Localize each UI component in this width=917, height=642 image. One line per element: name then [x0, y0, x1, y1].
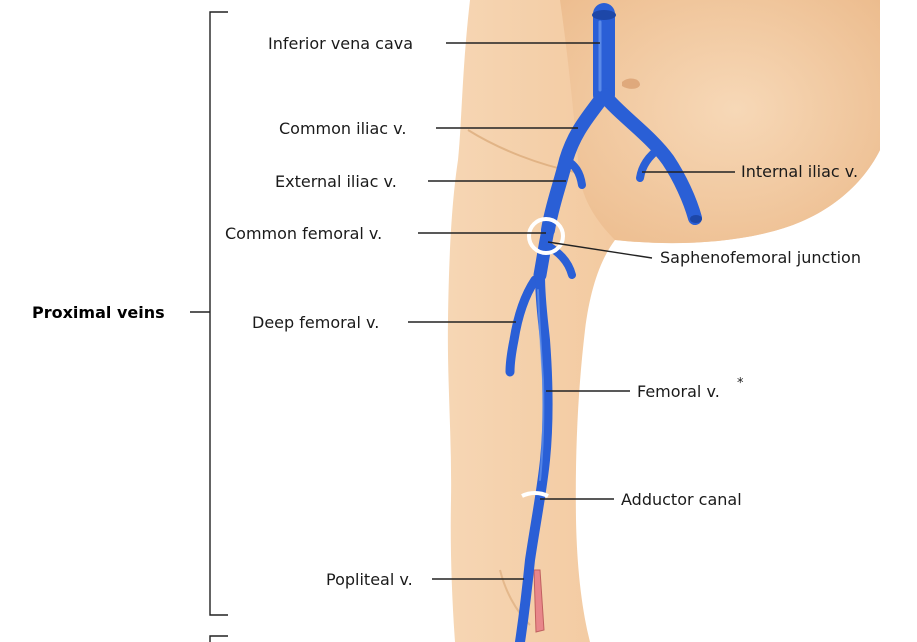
- bracket-line: [210, 12, 228, 615]
- label-saphenofemoral-junction: Saphenofemoral junction: [660, 248, 861, 267]
- leg-silhouette: [448, 0, 880, 642]
- label-adductor-canal: Adductor canal: [621, 490, 742, 509]
- label-femoral-asterisk: *: [737, 376, 744, 391]
- proximal-veins-label: Proximal veins: [32, 303, 165, 322]
- label-popliteal: Popliteal v.: [326, 570, 413, 589]
- proximal-veins-bracket: Proximal veins: [32, 12, 228, 642]
- label-deep-femoral: Deep femoral v.: [252, 313, 379, 332]
- bracket-second-start: [210, 636, 228, 642]
- left-iliac-opening: [690, 215, 702, 223]
- label-internal-iliac: Internal iliac v.: [741, 162, 858, 181]
- label-common-iliac: Common iliac v.: [279, 119, 406, 138]
- ivc-opening: [592, 10, 616, 20]
- label-external-iliac: External iliac v.: [275, 172, 397, 191]
- label-common-femoral: Common femoral v.: [225, 224, 382, 243]
- label-femoral: Femoral v.: [637, 382, 720, 401]
- label-inferior-vena-cava: Inferior vena cava: [268, 34, 413, 53]
